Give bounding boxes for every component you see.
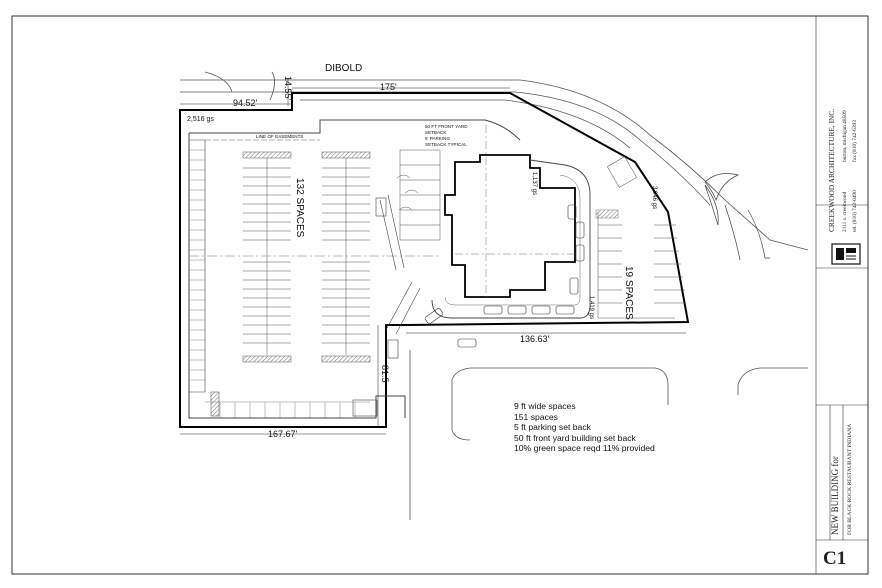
dim-top-frontage: 175' <box>380 82 397 92</box>
building-footprint <box>444 154 576 298</box>
street-label: DIBOLD <box>325 63 362 74</box>
parking-module-2 <box>321 151 371 363</box>
perimeter-stall-lines-left <box>189 149 205 381</box>
dumpster-enclosure <box>352 399 378 417</box>
firm-name: CREEKWOOD ARCHITECTURE, INC. <box>827 109 836 232</box>
site-note: 5 ft parking set back <box>514 422 591 433</box>
easement-label: LINE OF EASEMENTS <box>256 134 303 139</box>
street-dibold <box>180 71 809 251</box>
south-road <box>409 350 808 520</box>
traffic-islands <box>704 173 770 261</box>
dim-side-drive: 81.5 <box>380 365 390 383</box>
site-note: 151 spaces <box>514 411 558 422</box>
project-title-2: FOR BLACK ROCK RESTAURANT INDIANA <box>847 424 853 535</box>
sheet-number: C1 <box>823 548 846 569</box>
dim-drive-width: 14.55' <box>283 76 293 101</box>
perimeter-stalls-left <box>189 139 206 393</box>
setback-label-3: 5' PARKING <box>425 136 450 141</box>
dim-bottom-left: 167.67' <box>268 429 298 439</box>
angled-stalls <box>396 149 441 241</box>
area-building: 1,137 gs <box>531 172 537 195</box>
dim-bottom-right: 136.63' <box>520 334 550 344</box>
landscape-strip-bottom <box>210 391 220 417</box>
dim-left-offset: 94.52' <box>233 98 258 108</box>
parking-module-1 <box>242 151 292 363</box>
project-title-1: NEW BUILDING for <box>830 456 840 535</box>
perimeter-stall-lines-bottom <box>205 401 370 418</box>
firm-tel: tel. (810) 742-0490 <box>851 190 858 232</box>
firm-fax: fax (810) 742-6393 <box>851 120 858 162</box>
drive-aisle <box>431 159 591 319</box>
area-bottom-right: 1,419 gs <box>588 296 594 319</box>
area-corner: 2,516 gs <box>187 116 214 123</box>
firm-city: burton, michigan 48509 <box>842 110 848 162</box>
drive-thru-lane <box>375 194 421 359</box>
parked-cars <box>424 204 585 348</box>
site-notes: 9 ft wide spaces 151 spaces 5 ft parking… <box>514 401 655 454</box>
east-lot <box>597 156 686 319</box>
site-note: 10% green space reqd 11% provided <box>514 443 655 454</box>
title-block <box>815 16 868 574</box>
property-line <box>179 92 690 428</box>
setback-label-1: 50 FT FRONT YARD <box>425 124 468 129</box>
main-lot-spaces-label: 132 SPACES <box>294 178 305 238</box>
dimension-lines <box>180 78 686 435</box>
firm-logo <box>831 243 861 265</box>
setback-label-2: SETBACK <box>425 130 447 135</box>
east-lot-island <box>595 209 619 219</box>
area-right: 3,946 gs <box>651 186 657 209</box>
sheet-border <box>11 15 869 575</box>
drive-aisle-inner <box>444 174 581 306</box>
firm-address: 2111 s. creekwood <box>842 192 848 232</box>
main-lot-curb <box>188 119 521 419</box>
site-note: 9 ft wide spaces <box>514 401 576 411</box>
setback-label-4: SETBACK TYPICAL <box>425 142 467 147</box>
side-lot-spaces-label: 19 SPACES <box>623 266 634 320</box>
site-note: 50 ft front yard building set back <box>514 432 636 443</box>
